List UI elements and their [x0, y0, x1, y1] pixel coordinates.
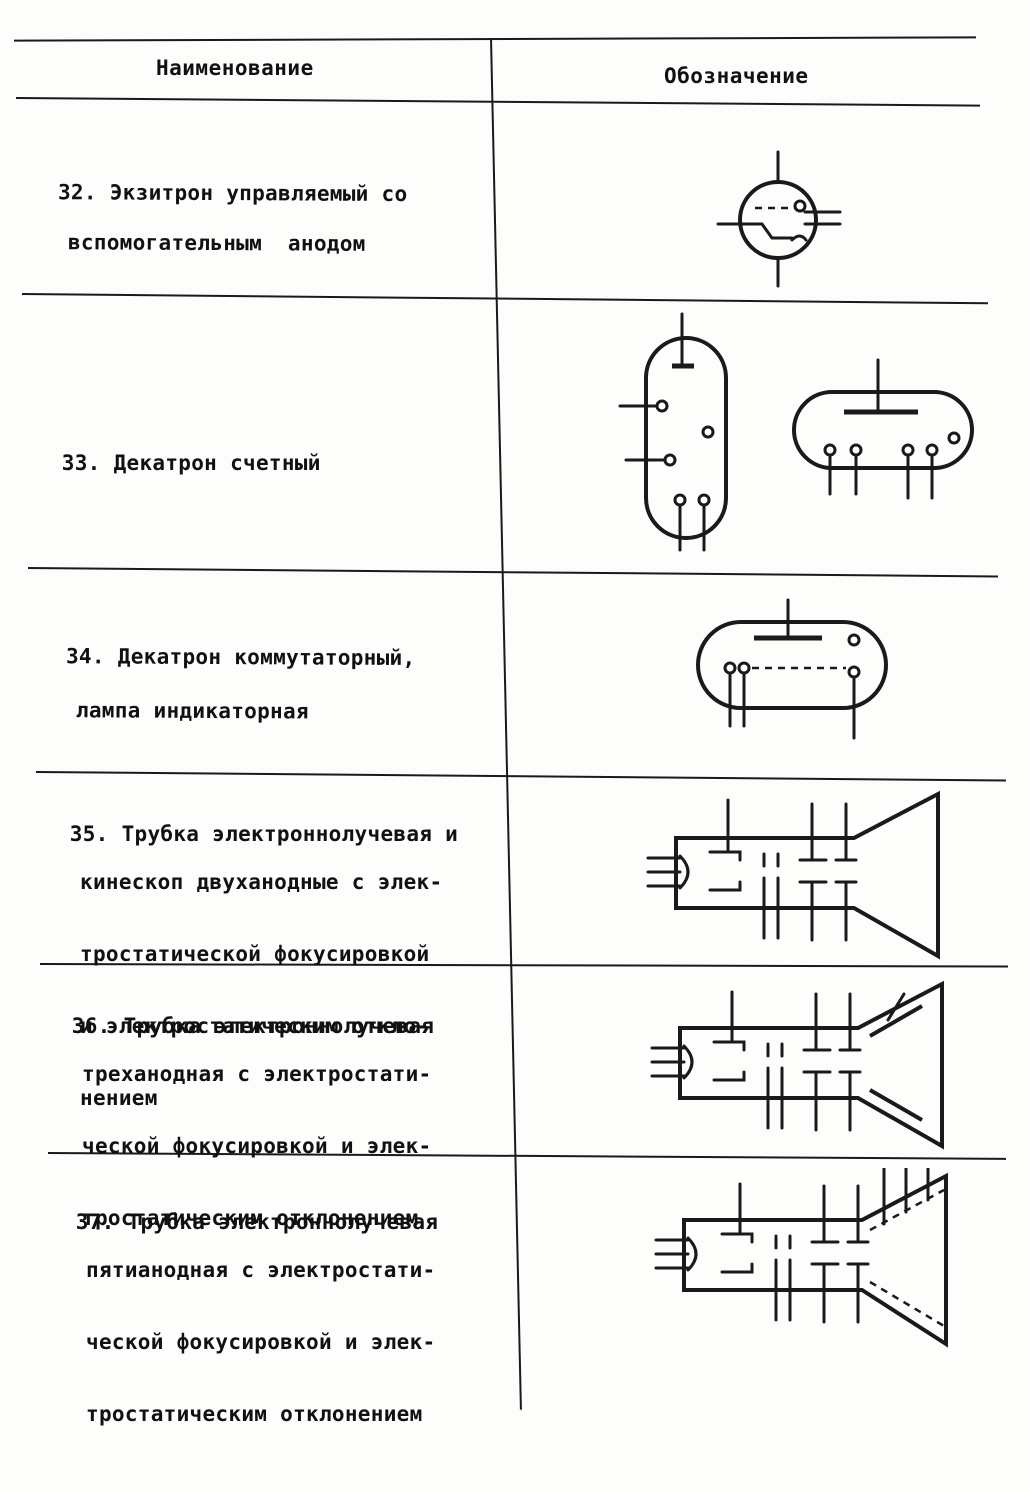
row-line: ческой фокусировкой и элек-: [82, 1134, 432, 1158]
row-32-name: 32. Экзитрон управляемый со вспомогатель…: [6, 153, 408, 309]
excitron-with-auxiliary-anode-symbol: [716, 150, 842, 288]
row-line: Трубка электроннолучевая: [123, 1014, 435, 1038]
two-anode-crt-symbol: [646, 790, 940, 960]
header-bottom-rule: [15, 97, 980, 107]
row-line: и электростатическим откло-: [80, 1014, 430, 1038]
row-line: Декатрон коммутаторный,: [117, 644, 416, 671]
header-designation: Обозначение: [664, 64, 809, 88]
row-divider-33: [27, 567, 998, 578]
row-line: Трубка электроннолучевая и: [121, 822, 459, 846]
row-line: тростатической фокусировкой: [80, 942, 430, 966]
row-line: пятианодная с электростати-: [86, 1258, 436, 1282]
header-name: Наименование: [156, 56, 314, 80]
row-35-name: 35. Трубка электроннолучевая и кинескоп …: [18, 798, 458, 1158]
row-number: 34.: [65, 644, 105, 669]
row-line: трехaнодная с электростати-: [82, 1062, 432, 1086]
table-top-rule: [13, 36, 977, 42]
row-line: лампа индикаторная: [75, 698, 309, 724]
row-number: 37.: [75, 1210, 115, 1234]
row-line: Декатрон счетный: [113, 451, 321, 475]
row-line: Экзитрон управляемый со: [109, 180, 408, 207]
row-line: нением: [80, 1086, 158, 1110]
three-anode-crt-symbol: [650, 980, 944, 1150]
counting-dekatron-symbol: [618, 312, 974, 552]
row-34-name: 34. Декатрон коммутаторный, лампа индика…: [14, 617, 416, 777]
row-number: 32.: [57, 180, 97, 205]
five-anode-crt-symbol: [654, 1168, 948, 1348]
row-number: 35.: [69, 822, 109, 846]
row-line: Трубка электроннолучевая: [127, 1210, 439, 1234]
row-line: вспомогательным анодом: [67, 230, 366, 256]
row-number: 36.: [71, 1014, 111, 1038]
row-36-name: 36. Трубка электроннолучевая трехaнодная…: [20, 990, 434, 1278]
row-line: ческой фокусировкой и элек-: [86, 1330, 436, 1354]
switching-dekatron-indicator-lamp-symbol: [696, 598, 888, 740]
row-line: тростатическим отклонением: [86, 1402, 423, 1426]
row-number: 33.: [61, 451, 101, 475]
row-33-name: 33. Декатрон счетный: [10, 424, 321, 502]
column-divider: [490, 37, 522, 1410]
row-37-name: 37. Трубка электроннолучевая пятианодная…: [24, 1186, 438, 1474]
row-line: тростатическим отклонением: [82, 1206, 419, 1230]
row-line: кинескоп двуханодные с элек-: [80, 870, 443, 894]
